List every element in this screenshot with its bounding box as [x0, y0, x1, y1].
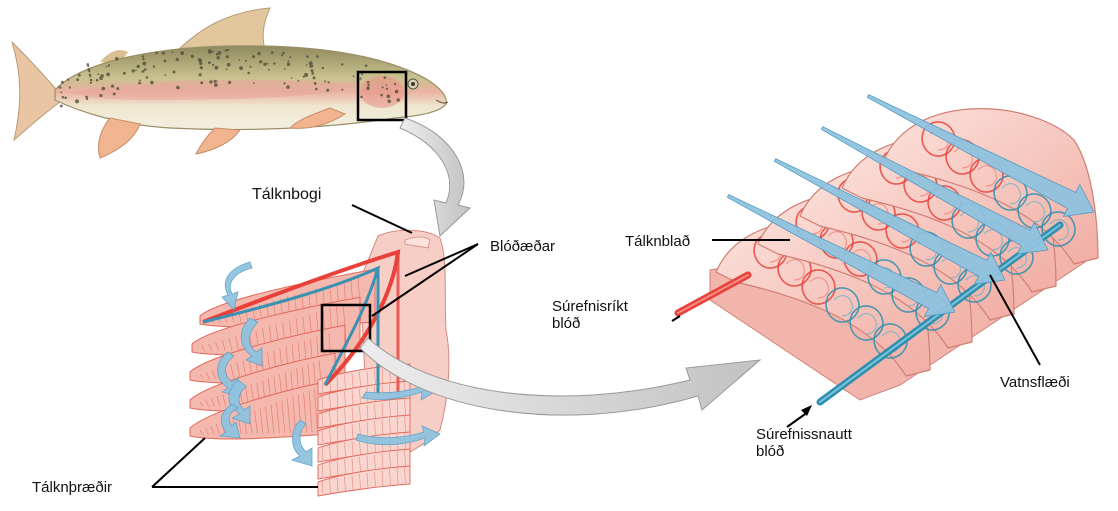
capillary: [885, 213, 920, 249]
capillary: [801, 269, 836, 305]
capillary: [927, 185, 962, 221]
capillary: [849, 305, 884, 341]
label-oxygen-rich-line1: Súrefnisríkt: [552, 298, 628, 315]
water-flow-arrow: [218, 403, 241, 439]
lamellae-illustration: [674, 94, 1099, 406]
label-oxygen-rich-blood: Súrefnisríkt blóð: [552, 298, 628, 332]
side-filament: [317, 465, 411, 497]
callout-gill-arch: [351, 204, 413, 234]
callout-vessel-2: [371, 243, 479, 317]
label-oxygen-rich-line2: blóð: [552, 315, 581, 332]
process-arrow-fish-to-gill: [399, 117, 472, 238]
callout-water-flow: [989, 274, 1041, 366]
water-flow-arrow: [221, 261, 253, 311]
label-gill-filaments: Tálknþræðir: [32, 479, 113, 496]
label-gill-lamella: Tálknblað: [625, 233, 691, 250]
callout-oxygen-rich: [671, 315, 681, 322]
callout-lines: [151, 204, 1041, 488]
capillary: [891, 277, 926, 313]
label-oxygen-poor-blood: Súrefnissnautt blóð: [756, 426, 852, 460]
callout-oxygen-poor-arrowhead: [801, 405, 812, 416]
callout-filaments-b: [151, 437, 206, 488]
water-flow-arrow: [355, 425, 441, 447]
water-flow-arrow: [866, 94, 1095, 218]
water-flow-arrow: [773, 158, 1006, 285]
water-flow-arrow: [228, 379, 251, 425]
label-water-flow: Vatnsflæði: [1000, 374, 1070, 391]
gill-arch-illustration: [189, 229, 450, 497]
water-flow-arrow: [240, 317, 263, 367]
label-blood-vessels: Blóðæðar: [490, 238, 556, 255]
capillary: [825, 287, 860, 323]
water-flow-arrow: [726, 194, 956, 318]
water-flow-arrow: [290, 419, 313, 467]
callout-oxygen-poor: [786, 411, 809, 428]
capillary: [1017, 193, 1052, 229]
callout-vessel-1: [404, 243, 479, 277]
label-gill-arch: Tálknbogi: [252, 186, 322, 203]
label-oxygen-poor-line2: blóð: [756, 443, 785, 460]
label-oxygen-poor-line1: Súrefnissnautt: [756, 426, 852, 443]
capillary: [921, 121, 956, 157]
arch-zoom-box: [320, 303, 372, 353]
water-flow-arrow: [820, 126, 1049, 255]
process-arrow-gill-to-lamella: [359, 337, 762, 416]
fish-illustration: [11, 7, 449, 159]
capillary: [873, 323, 908, 359]
fish-gill-zoom-box: [356, 70, 408, 122]
